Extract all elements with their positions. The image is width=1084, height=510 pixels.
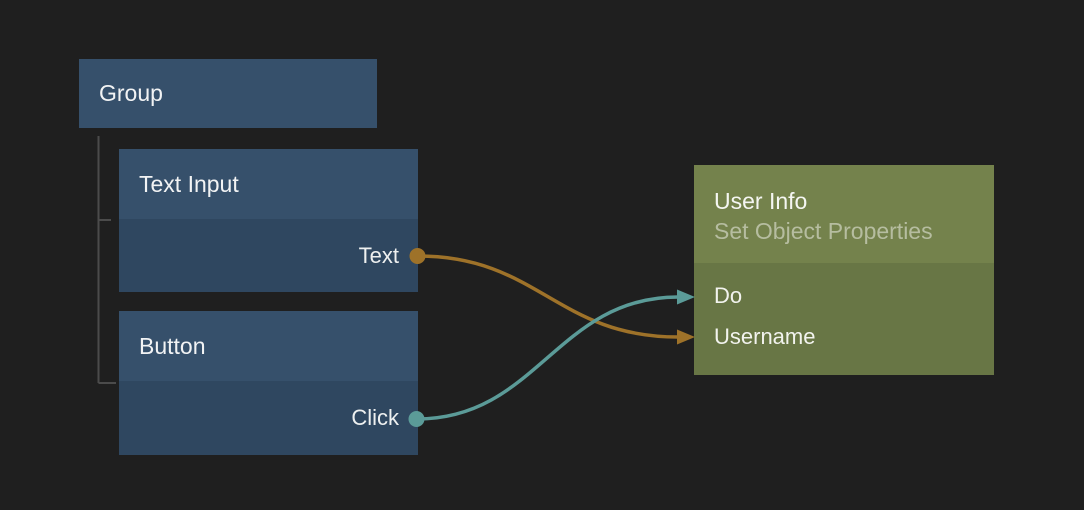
node-user-info-subtitle: Set Object Properties <box>714 218 933 244</box>
node-group-title: Group <box>99 80 163 106</box>
node-text-input-body: Text <box>119 219 418 292</box>
group-hierarchy-lines <box>97 136 116 384</box>
input-port-username[interactable]: Username <box>694 316 994 357</box>
node-button-header[interactable]: Button <box>119 311 418 381</box>
wire-text-to-username[interactable] <box>417 254 679 339</box>
node-user-info-header[interactable]: User Info Set Object Properties <box>694 165 994 263</box>
input-port-username-label: Username <box>714 323 816 349</box>
node-user-info[interactable]: User Info Set Object Properties Do Usern… <box>694 165 994 375</box>
wire-arrowhead-do <box>677 289 695 305</box>
input-port-do[interactable]: Do <box>694 275 994 316</box>
wire-click-to-do[interactable] <box>416 295 679 421</box>
node-user-info-body: Do Username <box>694 263 994 375</box>
node-button[interactable]: Button Click <box>119 311 418 455</box>
input-port-do-label: Do <box>714 282 743 308</box>
node-group-header[interactable]: Group <box>79 59 377 128</box>
node-button-body: Click <box>119 381 418 455</box>
node-user-info-title: User Info <box>714 188 808 214</box>
output-port-click-label: Click <box>351 405 399 430</box>
node-text-input-title: Text Input <box>139 170 239 197</box>
node-button-title: Button <box>139 332 206 359</box>
node-text-input-header[interactable]: Text Input <box>119 149 418 219</box>
node-group[interactable]: Group <box>79 59 377 128</box>
wire-arrowhead-username <box>677 329 695 345</box>
output-port-text-label: Text <box>358 242 399 268</box>
node-text-input[interactable]: Text Input Text <box>119 149 418 292</box>
